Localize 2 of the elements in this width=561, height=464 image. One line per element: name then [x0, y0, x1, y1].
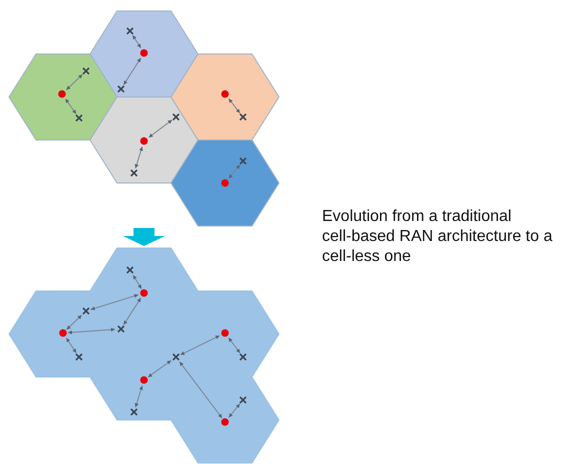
down-arrow [123, 228, 165, 246]
caption: Evolution from a traditional cell-based RAN architecture to a cell-less one [322, 207, 554, 267]
